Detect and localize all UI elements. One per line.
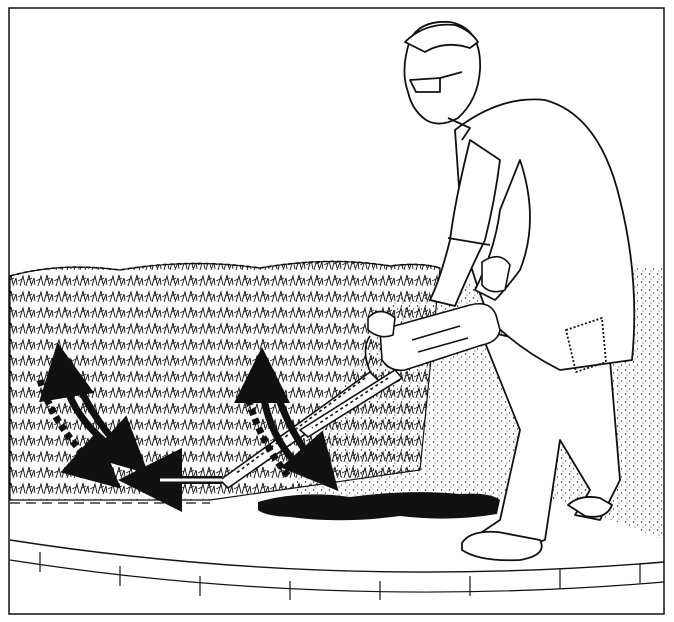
clippings-icon [258, 492, 500, 520]
